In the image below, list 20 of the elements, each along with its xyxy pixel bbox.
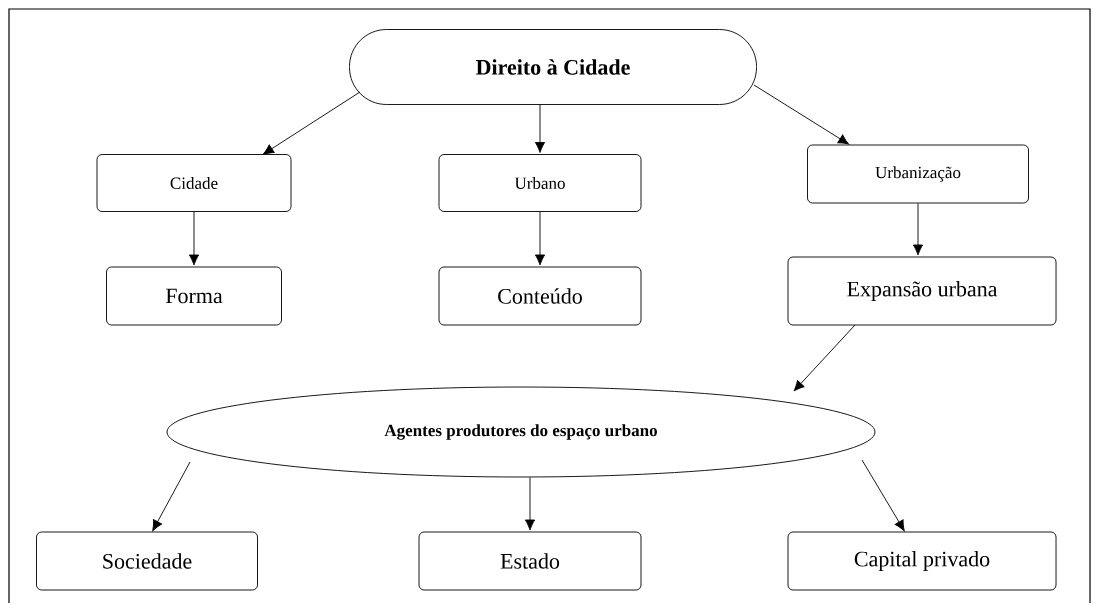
concept-box: Cidade — [96, 154, 292, 212]
arrow — [262, 91, 361, 155]
arrow — [753, 84, 850, 145]
ellipse-node: Agentes produtores do espaço urbano — [166, 386, 876, 478]
concept-box: Conteúdo — [438, 266, 642, 326]
concept-box: Urbanização — [807, 144, 1029, 204]
concept-box: Estado — [418, 531, 642, 591]
arrow — [524, 477, 536, 531]
arrow — [188, 211, 200, 266]
arrow — [152, 461, 191, 532]
arrow — [861, 459, 905, 532]
concept-box: Urbano — [438, 154, 642, 212]
concept-box: Sociedade — [36, 531, 258, 591]
arrow — [793, 324, 856, 392]
concept-box: Forma — [106, 266, 282, 326]
concept-box: Expansão urbana — [787, 256, 1057, 326]
arrow — [912, 203, 924, 256]
arrow — [534, 211, 546, 266]
arrow — [534, 104, 546, 153]
concept-box: Capital privado — [787, 531, 1057, 591]
